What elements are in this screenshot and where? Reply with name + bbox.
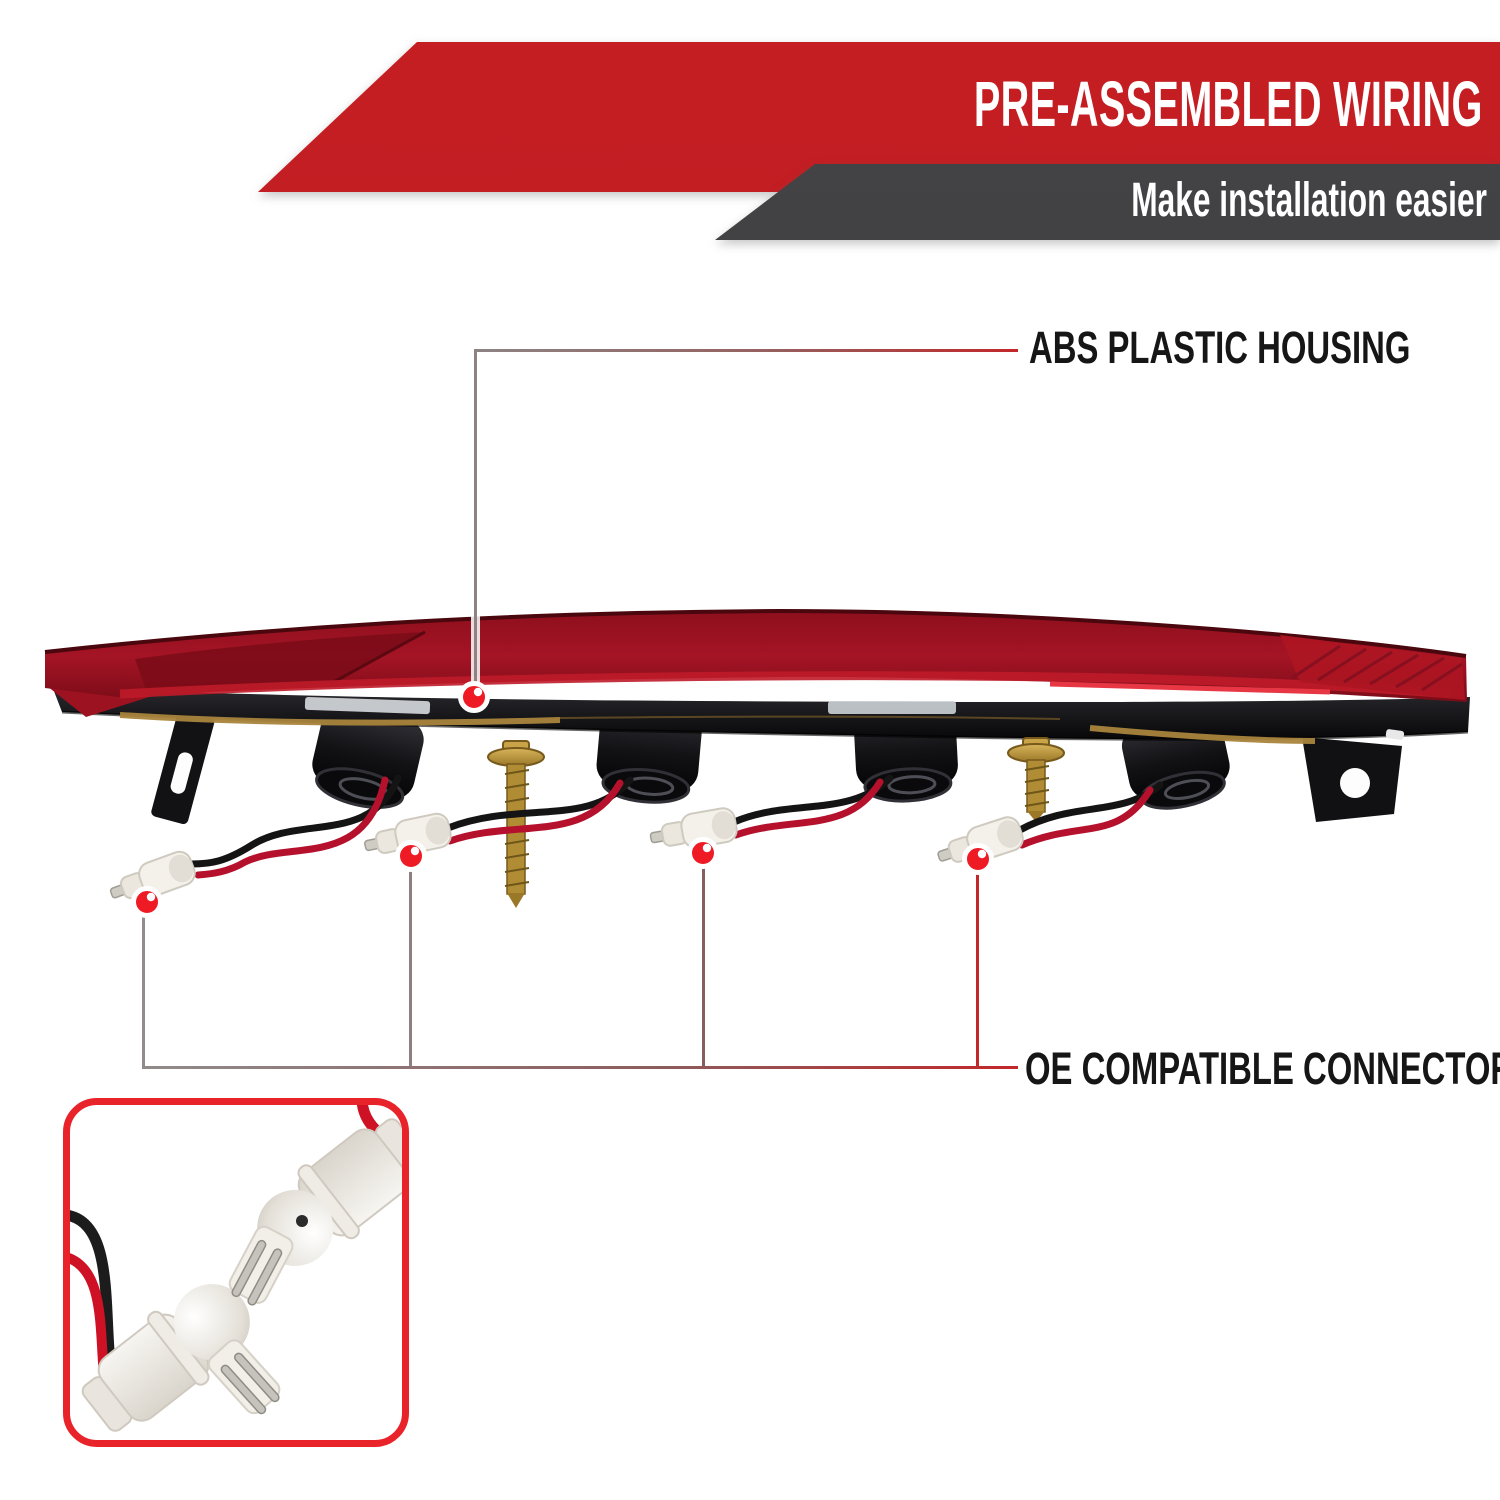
connector-callout-lines bbox=[142, 866, 1018, 1069]
connector-callout-marker-4 bbox=[965, 846, 992, 873]
lens-reflector-texture bbox=[1280, 635, 1465, 700]
banner-subtitle: Make installation easier bbox=[1131, 174, 1487, 227]
mounting-bracket-right bbox=[1302, 737, 1402, 822]
wire-red-3 bbox=[732, 778, 884, 839]
wire-red-2 bbox=[446, 779, 624, 845]
connector-closeup-inset bbox=[63, 1098, 409, 1447]
housing-callout-marker bbox=[461, 684, 488, 711]
adhesive-gasket-right bbox=[1089, 725, 1316, 744]
connector-callout-marker-1 bbox=[134, 889, 161, 916]
base-sticker-right bbox=[828, 701, 956, 714]
wire-clip bbox=[1385, 729, 1405, 740]
mounting-bracket-left bbox=[151, 710, 215, 825]
housing-callout-line bbox=[471, 349, 1018, 690]
housing-callout-label: ABS PLASTIC HOUSING bbox=[1029, 322, 1411, 373]
wire-red-4 bbox=[1018, 786, 1154, 849]
mounting-screw-right bbox=[1007, 737, 1065, 822]
red-lens bbox=[44, 608, 1467, 717]
connectors-callout-label: OE COMPATIBLE CONNECTORS bbox=[1025, 1043, 1500, 1094]
wiring-harness bbox=[188, 774, 1164, 879]
base-sticker-left bbox=[304, 696, 431, 715]
connector-callout-marker-3 bbox=[690, 840, 717, 867]
lens-highlight bbox=[119, 671, 1453, 699]
connector-closeup-photo bbox=[70, 1105, 402, 1440]
adhesive-gasket-left bbox=[119, 712, 561, 726]
wire-red-1 bbox=[194, 776, 389, 879]
housing-base bbox=[52, 686, 1470, 744]
banner-title: PRE-ASSEMBLED WIRING bbox=[974, 68, 1483, 140]
inset-bulb-contact-dot bbox=[296, 1215, 308, 1227]
inset-connector-top-right bbox=[223, 1105, 402, 1311]
connector-callout-marker-2 bbox=[398, 843, 425, 870]
lens-facet bbox=[135, 632, 425, 695]
